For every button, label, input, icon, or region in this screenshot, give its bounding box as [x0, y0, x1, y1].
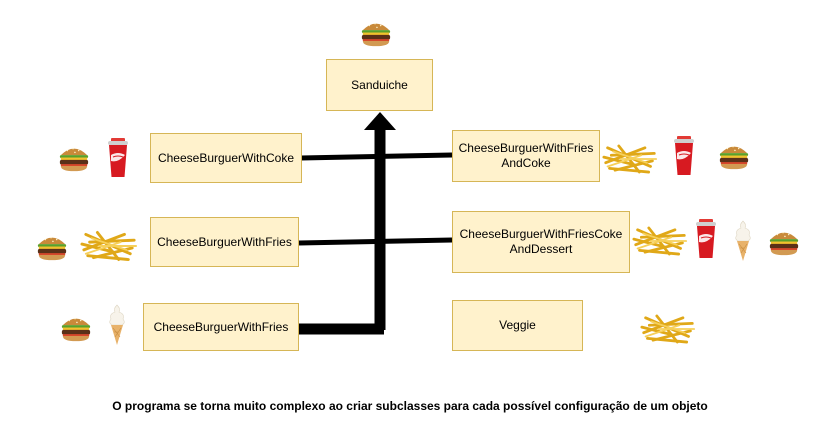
class-label: CheeseBurguerWithFries [157, 234, 292, 249]
class-box-veggie: Veggie [452, 300, 583, 351]
class-label-line-2: AndDessert [509, 242, 573, 256]
fries-icon [640, 312, 696, 346]
class-label: CheeseBurguerWithFries [153, 319, 289, 334]
fries-icon [632, 224, 688, 258]
burger-icon [768, 226, 800, 258]
class-label: CheeseBurguerWithFriesCoke AndDessert [460, 227, 623, 257]
class-box-cheeseburguer-with-fries-and-coke: CheeseBurguerWithFries AndCoke [452, 130, 600, 182]
diagram-caption: O programa se torna muito complexo ao cr… [112, 399, 708, 413]
class-label-line-2: AndCoke [501, 156, 551, 170]
ice-cream-cone-icon [734, 218, 752, 264]
burger-icon [36, 232, 68, 262]
class-label-line-1: CheeseBurguerWithFriesCoke [459, 227, 623, 241]
ice-cream-cone-icon [108, 303, 126, 347]
cola-cup-icon [672, 135, 696, 177]
burger-icon [360, 17, 392, 49]
connector-left-1 [300, 152, 453, 161]
class-label: CheeseBurguerWithFries AndCoke [459, 141, 594, 171]
class-box-cheeseburguer-with-fries-2: CheeseBurguerWithFries [143, 303, 299, 351]
burger-icon [718, 140, 750, 172]
class-label: CheeseBurguerWithCoke [157, 150, 295, 165]
inheritance-arrowhead [364, 112, 396, 130]
class-box-cheeseburguer-with-fries-coke-and-dessert: CheeseBurguerWithFriesCoke AndDessert [452, 211, 630, 273]
class-label: Veggie [499, 318, 536, 332]
class-box-sanduiche: Sanduiche [326, 59, 433, 111]
cola-cup-icon [694, 218, 718, 260]
burger-icon [60, 313, 92, 343]
class-label: Sanduiche [351, 77, 408, 92]
burger-icon [58, 143, 90, 173]
class-box-cheeseburguer-with-fries-1: CheeseBurguerWithFries [150, 217, 299, 267]
fries-icon [80, 228, 138, 264]
class-box-cheeseburguer-with-coke: CheeseBurguerWithCoke [150, 133, 302, 183]
connector-left-2 [298, 237, 453, 246]
fries-icon [602, 142, 658, 176]
class-label-line-1: CheeseBurguerWithFries [458, 141, 594, 155]
cola-cup-icon [106, 137, 130, 179]
